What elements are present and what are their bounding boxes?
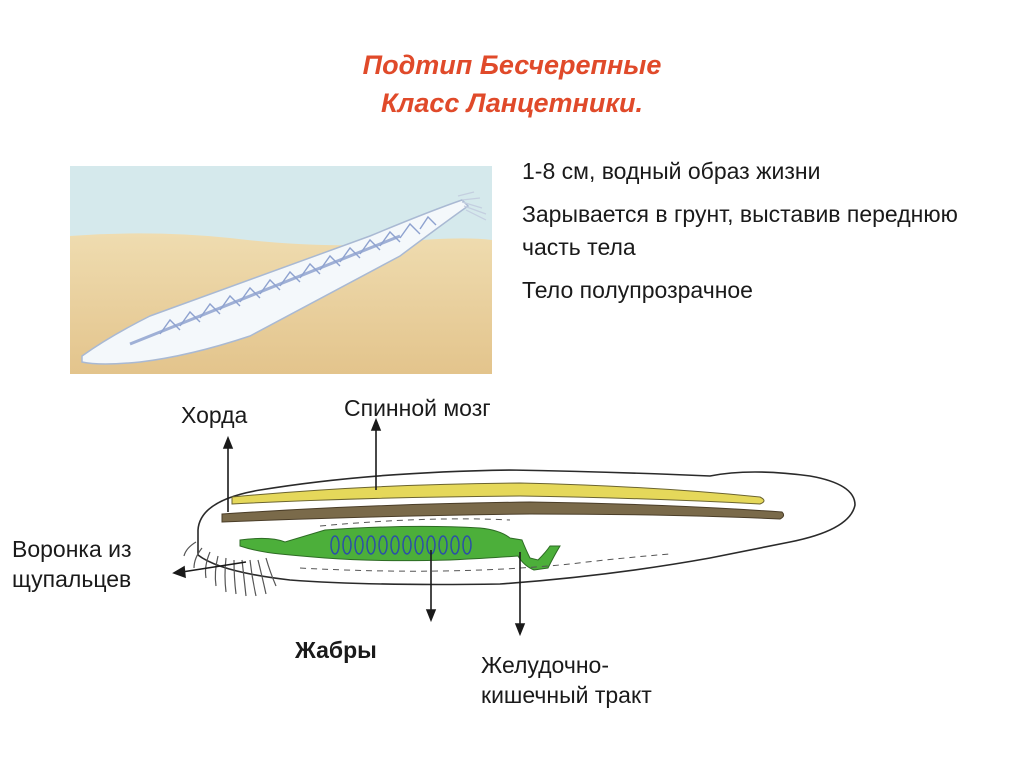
title-line-subtype: Подтип Бесчерепные [362, 50, 662, 80]
label-spinal-cord: Спинной мозг [344, 395, 491, 421]
fact-size-habitat: 1-8 см, водный образ жизни [522, 158, 821, 184]
fact-translucent: Тело полупрозрачное [522, 277, 753, 303]
lancelet-habitat-illustration [70, 166, 492, 374]
label-funnel: Воронка из щупальцев [12, 534, 132, 594]
facts-list: 1-8 см, водный образ жизни Зарывается в … [522, 155, 992, 317]
label-gut-line2: кишечный тракт [481, 682, 652, 708]
label-gut: Желудочно- кишечный тракт [481, 650, 652, 710]
arrow-funnel [181, 561, 247, 573]
gill-slits [330, 535, 472, 555]
tentacles [457, 191, 487, 221]
label-gut-line1: Желудочно- [481, 652, 609, 678]
slide-title: Подтип Бесчерепные Класс Ланцетники. [0, 46, 1024, 122]
fact-burrowing: Зарывается в грунт, выставив переднюю ча… [522, 201, 958, 260]
title-line-class: Класс Ланцетники. [380, 88, 644, 118]
lancelet-anatomy-diagram [172, 417, 856, 637]
label-funnel-line1: Воронка из [12, 536, 132, 562]
atrium-contour [299, 553, 671, 572]
chorda [221, 501, 785, 523]
spinal-cord [231, 482, 765, 505]
lancelet-figure [81, 191, 487, 365]
label-funnel-line2: щупальцев [12, 566, 132, 592]
digestive-tract [239, 525, 561, 571]
label-gills: Жабры [295, 637, 377, 663]
label-chorda: Хорда [181, 402, 248, 428]
